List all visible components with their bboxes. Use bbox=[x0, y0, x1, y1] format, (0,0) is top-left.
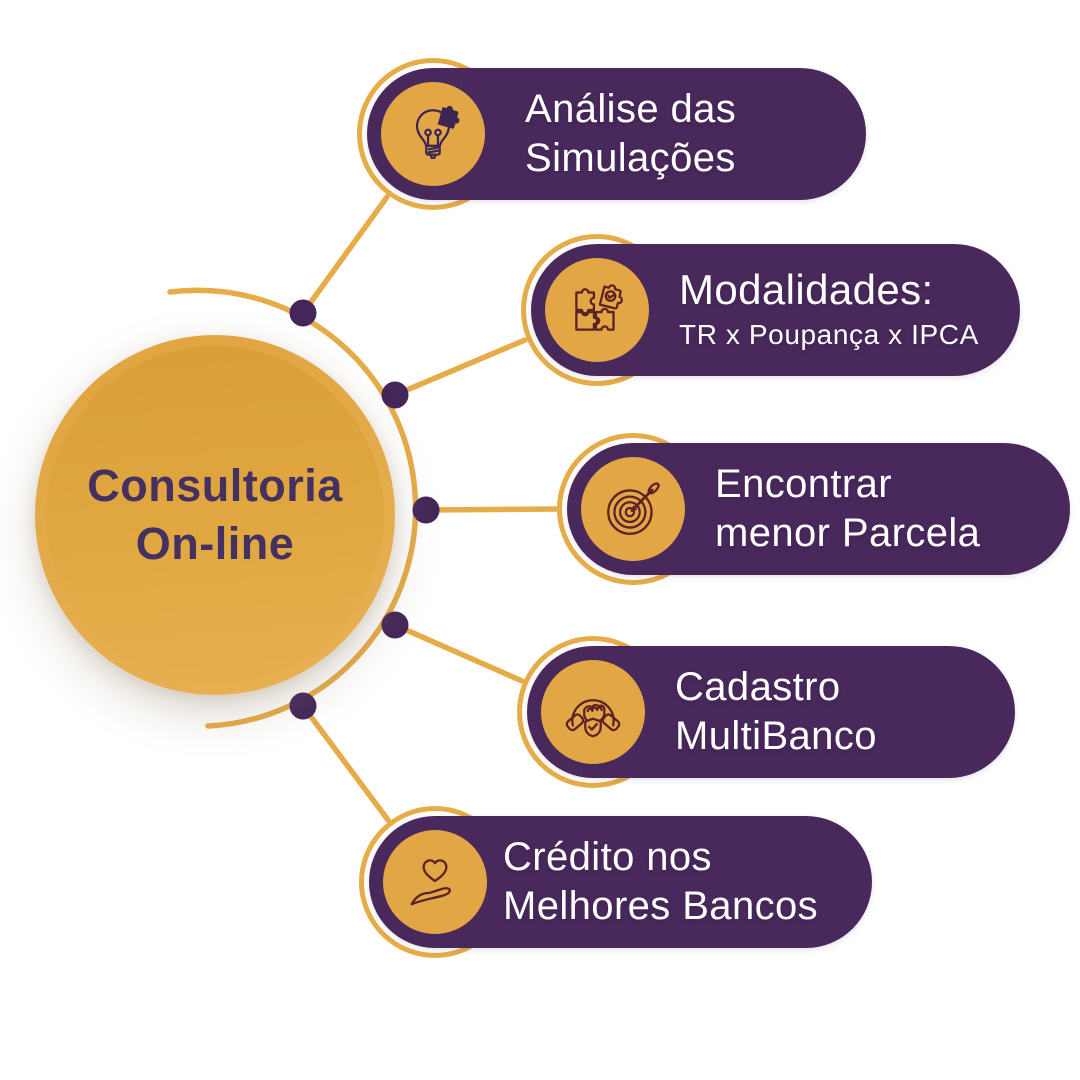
hub-circle: Consultoria On-line bbox=[35, 335, 395, 695]
branch-cadastro-multibanco: Cadastro MultiBanco bbox=[517, 636, 1015, 788]
branch-analise-simulacoes: Análise das Simulações bbox=[357, 58, 866, 210]
pill-label-line1: Análise das bbox=[525, 87, 737, 131]
page-title: Consultoria On-line bbox=[87, 457, 343, 574]
page-title-line1: Consultoria bbox=[87, 459, 343, 511]
connector-line-2 bbox=[392, 337, 528, 398]
connector-dot-5 bbox=[289, 692, 317, 720]
connector-dot-1 bbox=[289, 299, 317, 327]
pill-label-line2: Melhores Bancos bbox=[503, 884, 819, 928]
pill-label-line1: Modalidades: bbox=[679, 265, 934, 313]
connector-dot-2 bbox=[381, 381, 409, 409]
pill-label-line2: TR x Poupança x IPCA bbox=[679, 318, 979, 350]
handshake-icon bbox=[541, 660, 645, 764]
pill-label-line1: Encontrar bbox=[715, 462, 893, 506]
pill-label-line2: MultiBanco bbox=[675, 714, 877, 758]
pill-label-line2: menor Parcela bbox=[715, 511, 981, 555]
connector-line-1 bbox=[300, 194, 390, 316]
lightbulb-puzzle-icon bbox=[381, 82, 485, 186]
branch-modalidades: Modalidades: TR x Poupança x IPCA bbox=[521, 234, 1020, 386]
hub-arc bbox=[167, 287, 419, 729]
connector-dot-4 bbox=[381, 611, 409, 639]
pill-label-line1: Cadastro bbox=[675, 665, 841, 709]
page-title-line2: On-line bbox=[135, 518, 295, 569]
hand-heart-icon bbox=[383, 830, 487, 934]
branch-menor-parcela: Encontrar menor Parcela bbox=[557, 433, 1070, 585]
connector-dot-3 bbox=[412, 496, 440, 524]
connector-line-4 bbox=[392, 622, 525, 684]
connector-line-3 bbox=[423, 506, 559, 513]
pill-label-line2: Simulações bbox=[525, 136, 736, 180]
branch-credito-bancos: Crédito nos Melhores Bancos bbox=[359, 806, 872, 958]
connector-line-5 bbox=[300, 703, 391, 823]
target-dart-icon bbox=[581, 457, 685, 561]
pill-label-line1: Crédito nos bbox=[503, 835, 712, 879]
puzzle-pieces-icon bbox=[545, 258, 649, 362]
